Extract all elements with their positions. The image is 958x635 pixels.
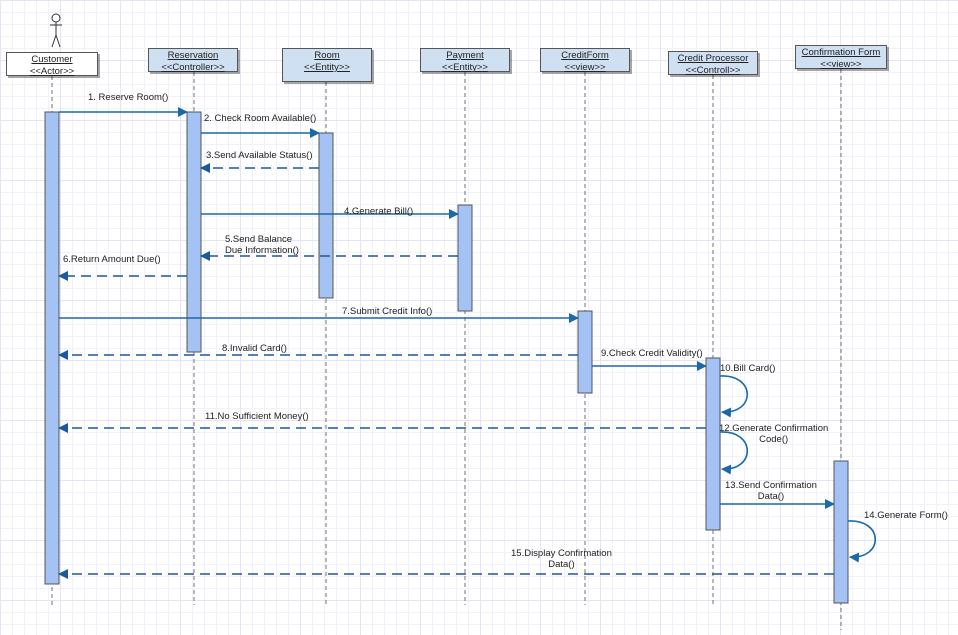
message-label-line: 10.Bill Card() [720,363,776,374]
lifeline-stereotype: <<Controller>> [161,62,225,73]
activation-bar-customer[interactable] [44,111,60,585]
message-label-line: 14.Generate Form() [864,510,948,521]
activation-bar-confirmationform[interactable] [833,460,849,604]
message-label-7: 7.Submit Credit Info() [342,306,432,317]
message-label-line: 5.Send Balance [225,234,293,245]
actor-stick-figure-icon [50,13,62,48]
activation-bar-room[interactable] [318,132,334,299]
message-label-line: 15.Display Confirmation [511,548,612,559]
message-label-line: 4.Generate Bill() [344,206,414,217]
message-label-line: 1. Reserve Room() [88,92,169,103]
activation-bar-payment[interactable] [457,204,473,312]
message-label-11: 11.No Sufficient Money() [205,411,309,422]
lifeline-name: Customer [31,54,73,65]
lifeline-name: Confirmation Form [801,47,881,58]
activation-bar-reservation[interactable] [186,111,202,353]
message-label-1: 1. Reserve Room() [88,92,168,103]
message-label-line: 3.Send Available Status() [206,150,313,161]
lifeline-name: CreditForm [561,50,609,61]
lifeline-stereotype: <<Entity>> [442,62,488,73]
message-label-line: Due Information() [225,245,299,256]
message-14[interactable] [847,520,876,563]
message-label-line: Data() [548,559,575,570]
message-label-4: 4.Generate Bill() [344,206,413,217]
message-label-9: 9.Check Credit Validity() [601,348,703,359]
message-label-line: 6.Return Amount Due() [63,254,161,265]
lifeline-stereotype: <<Entity>> [304,62,350,73]
message-label-line: 8.Invalid Card() [222,343,287,354]
message-label-line: 13.Send Confirmation [725,480,817,491]
message-label-line: Code() [759,434,789,445]
message-label-14: 14.Generate Form() [864,510,948,521]
lifeline-stereotype: <<Actor>> [29,66,75,77]
message-12[interactable] [719,431,748,475]
message-label-10: 10.Bill Card() [720,363,775,374]
activation-bar-creditform[interactable] [577,310,593,394]
lifeline-name: Credit Processor [677,53,749,64]
message-label-line: 11.No Sufficient Money() [205,411,309,422]
lifeline-header-payment[interactable]: Payment<<Entity>> [420,48,510,73]
message-label-8: 8.Invalid Card() [222,343,287,354]
lifeline-header-room[interactable]: Room<<Entity>> [282,48,372,82]
lifeline-stereotype: <<view>> [564,62,606,73]
lifeline-name: Payment [446,50,484,61]
message-label-6: 6.Return Amount Due() [63,254,161,265]
lifeline-header-creditform[interactable]: CreditForm<<view>> [540,48,630,73]
lifeline-stereotype: <<view>> [820,59,862,70]
message-label-line: 7.Submit Credit Info() [342,306,433,317]
message-label-2: 2. Check Room Available() [204,113,316,124]
message-label-line: 2. Check Room Available() [204,113,317,124]
lifeline-name: Room [314,50,340,61]
lifeline-header-customer[interactable]: Customer<<Actor>> [6,52,98,77]
lifeline-header-confirmationform[interactable]: Confirmation Form<<view>> [795,45,887,70]
lifeline-header-creditprocessor[interactable]: Credit Processor<<Controll>> [668,51,758,76]
message-label-line: Data() [757,491,785,502]
message-label-line: 12.Generate Confirmation [719,423,829,434]
lifeline-name: Reservation [167,50,219,61]
message-label-3: 3.Send Available Status() [206,150,313,161]
lifeline-header-reservation[interactable]: Reservation<<Controller>> [148,48,238,73]
lifeline-stereotype: <<Controll>> [685,65,741,76]
activation-bar-creditprocessor[interactable] [705,357,721,531]
message-10[interactable] [719,375,748,418]
message-label-line: 9.Check Credit Validity() [601,348,703,359]
